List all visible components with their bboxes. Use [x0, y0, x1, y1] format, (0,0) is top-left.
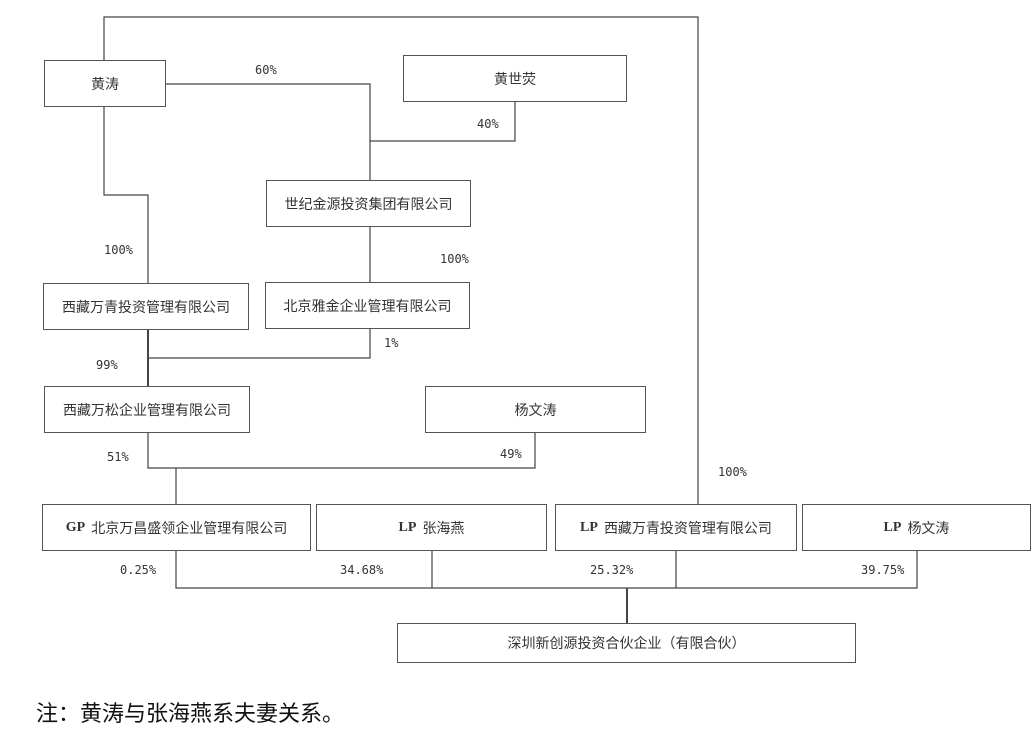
edge-label: 40% — [477, 117, 499, 131]
node-lp-zhang: LP 张海燕 — [316, 504, 547, 551]
node-label: 黄涛 — [91, 76, 119, 93]
edge-label: 0.25% — [120, 563, 157, 577]
edge-label: 39.75% — [861, 563, 905, 577]
edge-label: 100% — [718, 465, 747, 479]
node-label: 世纪金源投资集团有限公司 — [284, 196, 453, 213]
node-label: 黄世荧 — [494, 71, 536, 88]
node-label: 杨文涛 — [907, 520, 950, 537]
node-xizang-wansong: 西藏万松企业管理有限公司 — [44, 386, 250, 433]
edge-label: 100% — [104, 243, 133, 257]
edge-label: 34.68% — [340, 563, 384, 577]
node-shiji-jinyuan: 世纪金源投资集团有限公司 — [266, 180, 471, 227]
node-label: 张海燕 — [422, 520, 465, 537]
node-label: 西藏万青投资管理有限公司 — [603, 520, 772, 537]
role-label: GP — [65, 519, 86, 535]
node-target: 深圳新创源投资合伙企业（有限合伙） — [397, 623, 856, 663]
edge-label: 99% — [96, 358, 118, 372]
edge-label: 1% — [384, 336, 399, 350]
node-gp-beijing: GP 北京万昌盛领企业管理有限公司 — [42, 504, 311, 551]
footnote: 注：黄涛与张海燕系夫妻关系。 — [36, 702, 345, 727]
node-beijing-yajin: 北京雅金企业管理有限公司 — [265, 282, 470, 329]
node-xizang-wanqing: 西藏万青投资管理有限公司 — [43, 283, 249, 330]
node-lp-xizang: LP 西藏万青投资管理有限公司 — [555, 504, 797, 551]
node-label: 杨文涛 — [514, 402, 557, 419]
edge-label: 100% — [440, 252, 469, 266]
role-label: LP — [580, 519, 598, 535]
node-yang-wentao: 杨文涛 — [425, 386, 646, 433]
edge-label: 49% — [500, 447, 522, 461]
edge-label: 60% — [255, 63, 277, 77]
edge-label: 25.32% — [590, 563, 634, 577]
edge-label: 51% — [107, 450, 129, 464]
node-label: 北京雅金企业管理有限公司 — [283, 298, 452, 315]
node-huang-shirong: 黄世荧 — [403, 55, 627, 102]
node-lp-yang: LP 杨文涛 — [802, 504, 1031, 551]
node-label: 北京万昌盛领企业管理有限公司 — [91, 520, 288, 537]
node-label: 西藏万青投资管理有限公司 — [62, 299, 230, 316]
node-label: 深圳新创源投资合伙企业（有限合伙） — [507, 636, 746, 652]
role-label: LP — [883, 519, 902, 535]
role-label: LP — [398, 519, 417, 535]
node-huang-tao: 黄涛 — [44, 60, 166, 107]
node-label: 西藏万松企业管理有限公司 — [63, 402, 231, 419]
